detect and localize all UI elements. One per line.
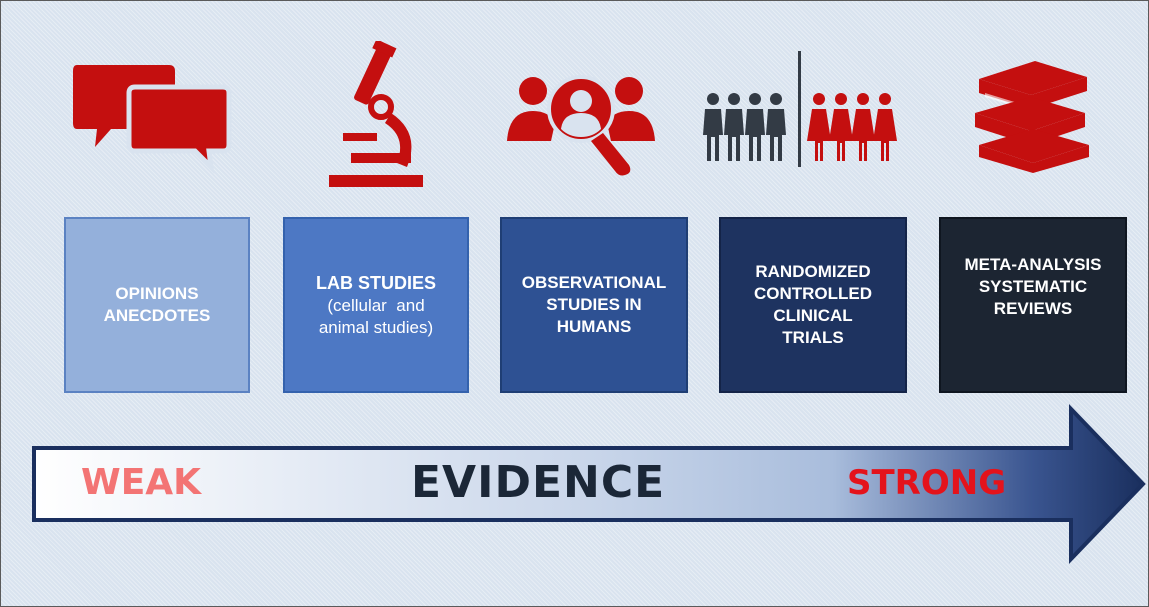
microscope-icon bbox=[329, 41, 423, 187]
observational-studies-box: OBSERVATIONAL STUDIES IN HUMANS bbox=[500, 217, 688, 393]
box-line: CONTROLLED bbox=[753, 284, 873, 303]
meta-analysis-box: META-ANALYSIS SYSTEMATIC REVIEWS bbox=[939, 217, 1127, 393]
box-line: TRIALS bbox=[782, 328, 844, 347]
stacked-books-icon bbox=[975, 61, 1089, 173]
people-magnifier-icon bbox=[507, 75, 655, 176]
opinions-anecdotes-box: OPINIONS ANECDOTES bbox=[64, 217, 250, 393]
box-line: OPINIONS bbox=[115, 284, 199, 303]
weak-label: WEAK bbox=[81, 462, 202, 503]
box-line: REVIEWS bbox=[993, 299, 1073, 318]
speech-bubbles-icon bbox=[73, 65, 232, 174]
evidence-label: EVIDENCE bbox=[411, 457, 666, 508]
lab-studies-box: LAB STUDIES (cellular and animal studies… bbox=[283, 217, 469, 393]
two-groups-icon bbox=[703, 51, 897, 167]
box-line: (cellular and bbox=[327, 296, 425, 315]
box-line: CLINICAL bbox=[773, 306, 853, 325]
box-line: OBSERVATIONAL bbox=[521, 273, 667, 292]
box-line: RANDOMIZED bbox=[755, 262, 871, 281]
box-line: STUDIES IN bbox=[546, 295, 642, 314]
box-line: LAB STUDIES bbox=[315, 273, 436, 293]
box-line: META-ANALYSIS bbox=[964, 255, 1102, 274]
box-line: animal studies) bbox=[318, 318, 434, 337]
box-line: SYSTEMATIC bbox=[978, 277, 1088, 296]
randomized-trials-box: RANDOMIZED CONTROLLED CLINICAL TRIALS bbox=[719, 217, 907, 393]
box-line: HUMANS bbox=[556, 317, 632, 336]
strong-label: STRONG bbox=[847, 463, 1007, 503]
box-line: ANECDOTES bbox=[103, 306, 211, 325]
